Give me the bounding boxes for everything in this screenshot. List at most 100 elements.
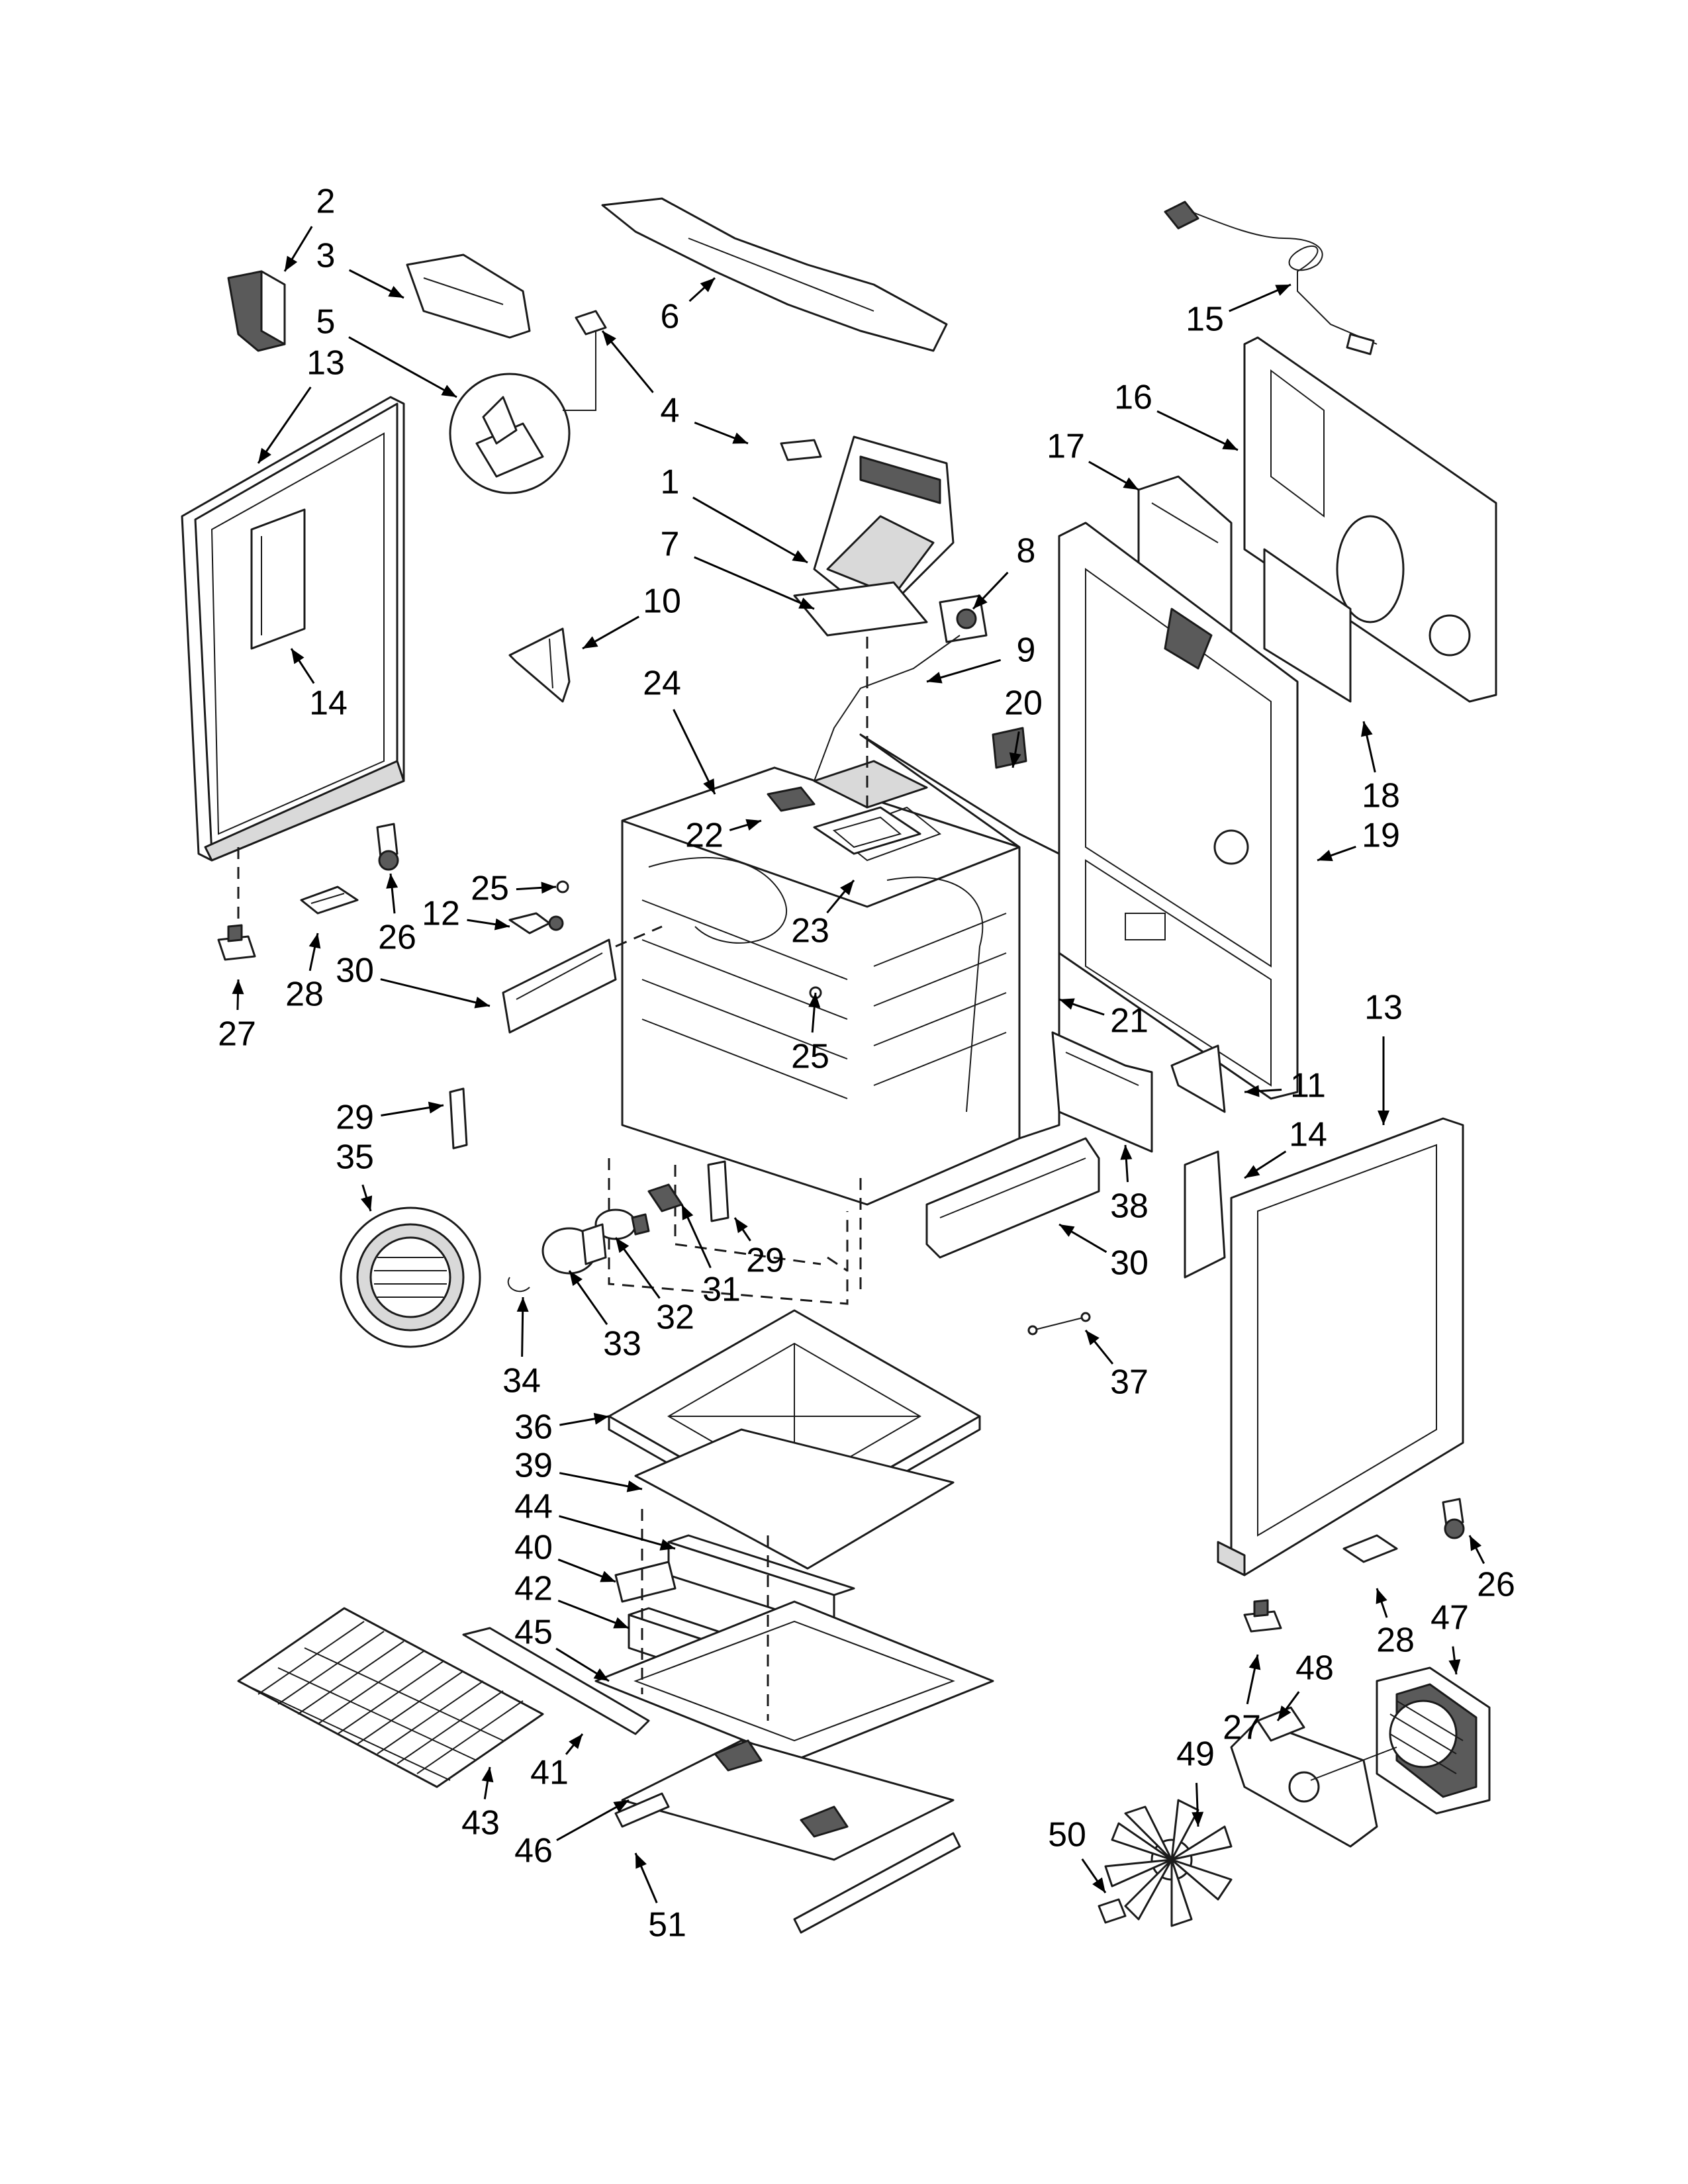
part-48-fan-mount-bracket — [1230, 1706, 1397, 1848]
callout-arrowhead-c14a — [291, 649, 305, 664]
callout-label-c43: 43 — [461, 1804, 500, 1843]
callout-arrowhead-c45 — [593, 1668, 609, 1681]
part-34-lamp-clip — [507, 1277, 530, 1293]
callout-label-c25a: 25 — [471, 870, 509, 908]
callout-label-c37: 37 — [1110, 1363, 1149, 1402]
callout-label-c48: 48 — [1295, 1649, 1334, 1688]
callout-label-c21: 21 — [1110, 1002, 1149, 1040]
part-25-screw-upper — [556, 880, 569, 893]
callout-leader-c7 — [694, 556, 815, 610]
callout-label-c14a: 14 — [309, 684, 348, 723]
callout-label-c10: 10 — [643, 582, 681, 621]
callout-arrowhead-c26a — [386, 874, 399, 889]
callout-label-c18: 18 — [1362, 777, 1400, 815]
part-43-rack — [237, 1607, 544, 1788]
part-11-bracket — [1170, 1044, 1226, 1113]
cavity-dashed-outline-right — [827, 1178, 862, 1297]
callout-arrowhead-c47 — [1448, 1659, 1461, 1674]
part-4-clip-upper — [575, 310, 607, 336]
callout-arrowhead-c25b — [808, 993, 821, 1008]
callout-arrowhead-c29b — [735, 1218, 748, 1234]
callout-arrowhead-c5 — [441, 385, 457, 397]
callout-label-c41: 41 — [530, 1754, 569, 1792]
callout-arrowhead-c6 — [700, 278, 715, 293]
callout-arrowhead-c13a — [258, 447, 271, 463]
callout-arrowhead-c12 — [494, 918, 510, 931]
callout-arrowhead-c35 — [360, 1195, 373, 1211]
callout-label-c46: 46 — [514, 1832, 553, 1870]
callout-label-c38: 38 — [1110, 1187, 1149, 1226]
part-28-bracket-right — [1342, 1534, 1398, 1563]
part-12-light-socket — [508, 912, 564, 934]
callout-arrowhead-c34 — [516, 1297, 529, 1312]
callout-label-c27b: 27 — [1223, 1709, 1261, 1747]
part-49-fan-blade — [1104, 1799, 1233, 1927]
callout-arrowhead-c16 — [1222, 438, 1238, 450]
callout-label-c44: 44 — [514, 1488, 553, 1526]
callout-arrowhead-c39 — [626, 1480, 642, 1492]
callout-arrowhead-c40 — [600, 1570, 616, 1582]
part-18-panel-bracket — [1263, 548, 1352, 703]
callout-arrowhead-c10 — [583, 636, 598, 649]
callout-leader-c5 — [348, 336, 457, 398]
callout-arrowhead-c33 — [569, 1271, 583, 1287]
callout-arrowhead-c2 — [285, 255, 298, 271]
callout-label-c28a: 28 — [285, 976, 324, 1014]
callout-arrowhead-c19 — [1317, 850, 1333, 862]
callout-arrowhead-c3 — [388, 286, 404, 298]
callout-arrowhead-c41 — [569, 1734, 583, 1749]
callout-label-c12: 12 — [422, 895, 460, 933]
callout-arrowhead-c23 — [840, 880, 854, 895]
callout-label-c23: 23 — [791, 912, 829, 950]
part-33-lamp-lens — [541, 1223, 607, 1275]
callout-label-c50: 50 — [1048, 1816, 1086, 1854]
callout-arrowhead-c9 — [927, 672, 943, 684]
callout-label-c49: 49 — [1176, 1735, 1215, 1774]
part-31-lamp-socket — [647, 1183, 683, 1212]
part-2-control-knob-bracket — [227, 270, 286, 352]
part-39-bottom-shield — [634, 1428, 955, 1570]
part-7-duct-base — [793, 581, 928, 637]
callout-label-c27a: 27 — [218, 1015, 256, 1054]
callout-arrowhead-c29a — [428, 1101, 444, 1114]
part-16-rear-cover — [1243, 336, 1497, 703]
callout-arrowhead-c44 — [659, 1539, 675, 1551]
callout-label-c6: 6 — [661, 298, 680, 336]
part-28-bracket-left — [300, 886, 359, 915]
part-14-left-hinge-bracket — [250, 508, 306, 650]
part-29-bracket-left — [449, 1087, 468, 1150]
callout-leaders — [232, 226, 1485, 1903]
callout-leader-c44 — [559, 1515, 676, 1550]
callout-label-c11: 11 — [1290, 1067, 1326, 1105]
callout-arrowhead-c24 — [703, 778, 715, 794]
callout-arrowhead-c50 — [1092, 1877, 1105, 1893]
callout-arrowhead-c49 — [1192, 1811, 1204, 1827]
callout-label-c51: 51 — [648, 1906, 686, 1944]
callout-arrowhead-c25a — [541, 882, 556, 894]
part-27-foot-left — [217, 924, 256, 961]
part-26-leveling-leg-left — [376, 823, 399, 871]
callout-label-c26a: 26 — [378, 919, 416, 957]
callout-label-c24: 24 — [643, 664, 681, 703]
part-21-cavity-side-wall — [859, 733, 1060, 1140]
callout-arrowhead-c26b — [1470, 1535, 1482, 1551]
part-15-power-cord — [1164, 201, 1378, 355]
callout-leader-c1 — [692, 496, 808, 564]
callout-arrowhead-c17 — [1123, 477, 1139, 490]
callout-label-c33: 33 — [603, 1325, 641, 1363]
callout-label-c17: 17 — [1047, 428, 1085, 466]
callout-label-c7: 7 — [661, 525, 680, 564]
part-23-vent-plate — [813, 806, 921, 855]
callout-label-c4a: 4 — [661, 392, 680, 430]
callout-arrowhead-c15 — [1275, 285, 1291, 296]
part-13-right-side-panel — [1217, 1117, 1464, 1576]
callout-arrowhead-c20 — [1009, 752, 1021, 768]
callout-label-c1: 1 — [661, 463, 680, 502]
callout-label-c28b: 28 — [1376, 1621, 1415, 1660]
callout-arrowhead-c51 — [635, 1853, 647, 1869]
part-51-slide-rail-right — [793, 1832, 961, 1934]
callout-label-c47: 47 — [1430, 1599, 1469, 1637]
callout-label-c26b: 26 — [1477, 1566, 1515, 1604]
callout-label-c45: 45 — [514, 1614, 553, 1652]
callout-label-c35: 35 — [336, 1138, 374, 1177]
